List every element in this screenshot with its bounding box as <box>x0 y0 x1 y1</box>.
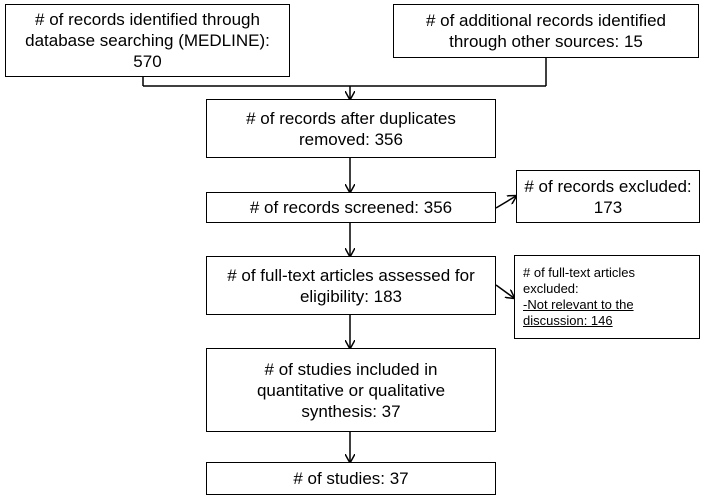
after-duplicates-box: # of records after duplicates removed: 3… <box>206 99 496 158</box>
full-text-excluded-line1: # of full-text articles <box>523 265 635 280</box>
full-text-excluded-line2: excluded: <box>523 281 579 296</box>
included-synthesis-text: # of studies included in quantitative or… <box>256 359 446 421</box>
arrow-to-full-text-excluded <box>495 284 514 298</box>
studies-box: # of studies: 37 <box>206 462 496 495</box>
included-synthesis-box: # of studies included in quantitative or… <box>206 348 496 432</box>
after-duplicates-text: # of records after duplicates removed: 3… <box>246 108 456 149</box>
arrow-to-excluded <box>495 196 516 209</box>
full-text-assessed-box: # of full-text articles assessed for eli… <box>206 256 496 315</box>
excluded-box: # of records excluded: 173 <box>516 170 700 223</box>
full-text-assessed-text: # of full-text articles assessed for eli… <box>227 265 475 306</box>
full-text-excluded-reason-line1: -Not relevant to the <box>523 297 634 312</box>
full-text-excluded-reason-line2: discussion: 146 <box>523 313 613 328</box>
full-text-excluded-box: # of full-text articles excluded: -Not r… <box>514 255 700 339</box>
excluded-text: # of records excluded: 173 <box>524 176 692 217</box>
other-sources-text: # of additional records identified throu… <box>425 11 667 51</box>
screened-box: # of records screened: 356 <box>206 192 496 223</box>
database-search-text: # of records identified through database… <box>25 10 270 71</box>
other-sources-box: # of additional records identified throu… <box>393 4 699 58</box>
database-search-box: # of records identified through database… <box>5 4 290 77</box>
studies-text: # of studies: 37 <box>293 469 409 488</box>
screened-text: # of records screened: 356 <box>249 198 453 217</box>
